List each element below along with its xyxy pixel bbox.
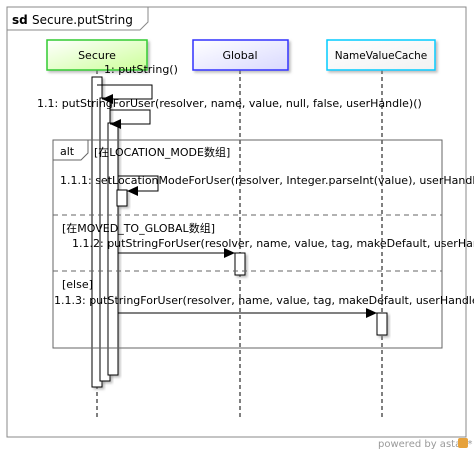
activation-global [234,252,246,276]
message-1-1-arrow [110,109,151,125]
lifeline-secure-label: Secure [78,49,116,62]
lifeline-secure[interactable]: Secure [46,39,148,71]
message-1-1-1-arrow [118,175,159,192]
lifeline-nvc-label: NameValueCache [335,50,427,62]
lifeline-secure-box [46,39,148,71]
message-1-1-1[interactable]: 1.1.1: setLocationModeForUser(resolver, … [60,174,474,196]
message-1-1-1-label: 1.1.1: setLocationModeForUser(resolver, … [60,174,474,187]
message-1-1[interactable]: 1.1: putStringForUser(resolver, name, va… [37,97,422,129]
message-1-1-2-label: 1.1.2: putStringForUser(resolver, name, … [72,237,474,250]
activation-secure-4 [116,189,128,207]
message-1-arrowhead [102,94,113,104]
lifeline-global[interactable]: Global [192,39,289,71]
message-1-1-2-arrowhead [224,248,235,258]
message-1-arrow [97,84,153,100]
message-1[interactable]: 1: putString() [97,63,178,104]
lifeline-nvc[interactable]: NameValueCache [326,39,436,71]
message-1-1-2[interactable]: 1.1.2: putStringForUser(resolver, name, … [72,237,474,258]
message-1-1-1-arrowhead [127,186,138,196]
alt-fragment [52,139,443,349]
message-1-label: 1: putString() [104,63,178,76]
lifeline-global-box [192,39,289,71]
alt-operator: alt [60,145,75,158]
astah-logo-icon [458,438,468,448]
message-1-1-3-label: 1.1.3: putStringForUser(resolver, name, … [54,294,474,307]
message-1-1-label: 1.1: putStringForUser(resolver, name, va… [37,97,422,110]
alt-guard-1: [在LOCATION_MODE数组] [94,145,230,159]
sd-frame [6,6,467,438]
sd-frame-tab [6,6,149,31]
alt-fragment-tab [52,139,89,161]
lifeline-nvc-box [326,39,436,71]
activation-nvc [376,312,388,336]
message-1-1-3-arrowhead [366,308,377,318]
message-1-1-3[interactable]: 1.1.3: putStringForUser(resolver, name, … [54,294,474,318]
message-1-1-arrowhead [110,119,121,129]
sd-keyword: sd [12,13,28,27]
astah-watermark: powered by astah* [378,439,473,450]
alt-guard-3: [else] [62,278,93,291]
lifeline-global-label: Global [222,49,257,62]
sd-title: Secure.putString [32,13,133,27]
alt-guard-2: [在MOVED_TO_GLOBAL数组] [62,221,215,235]
